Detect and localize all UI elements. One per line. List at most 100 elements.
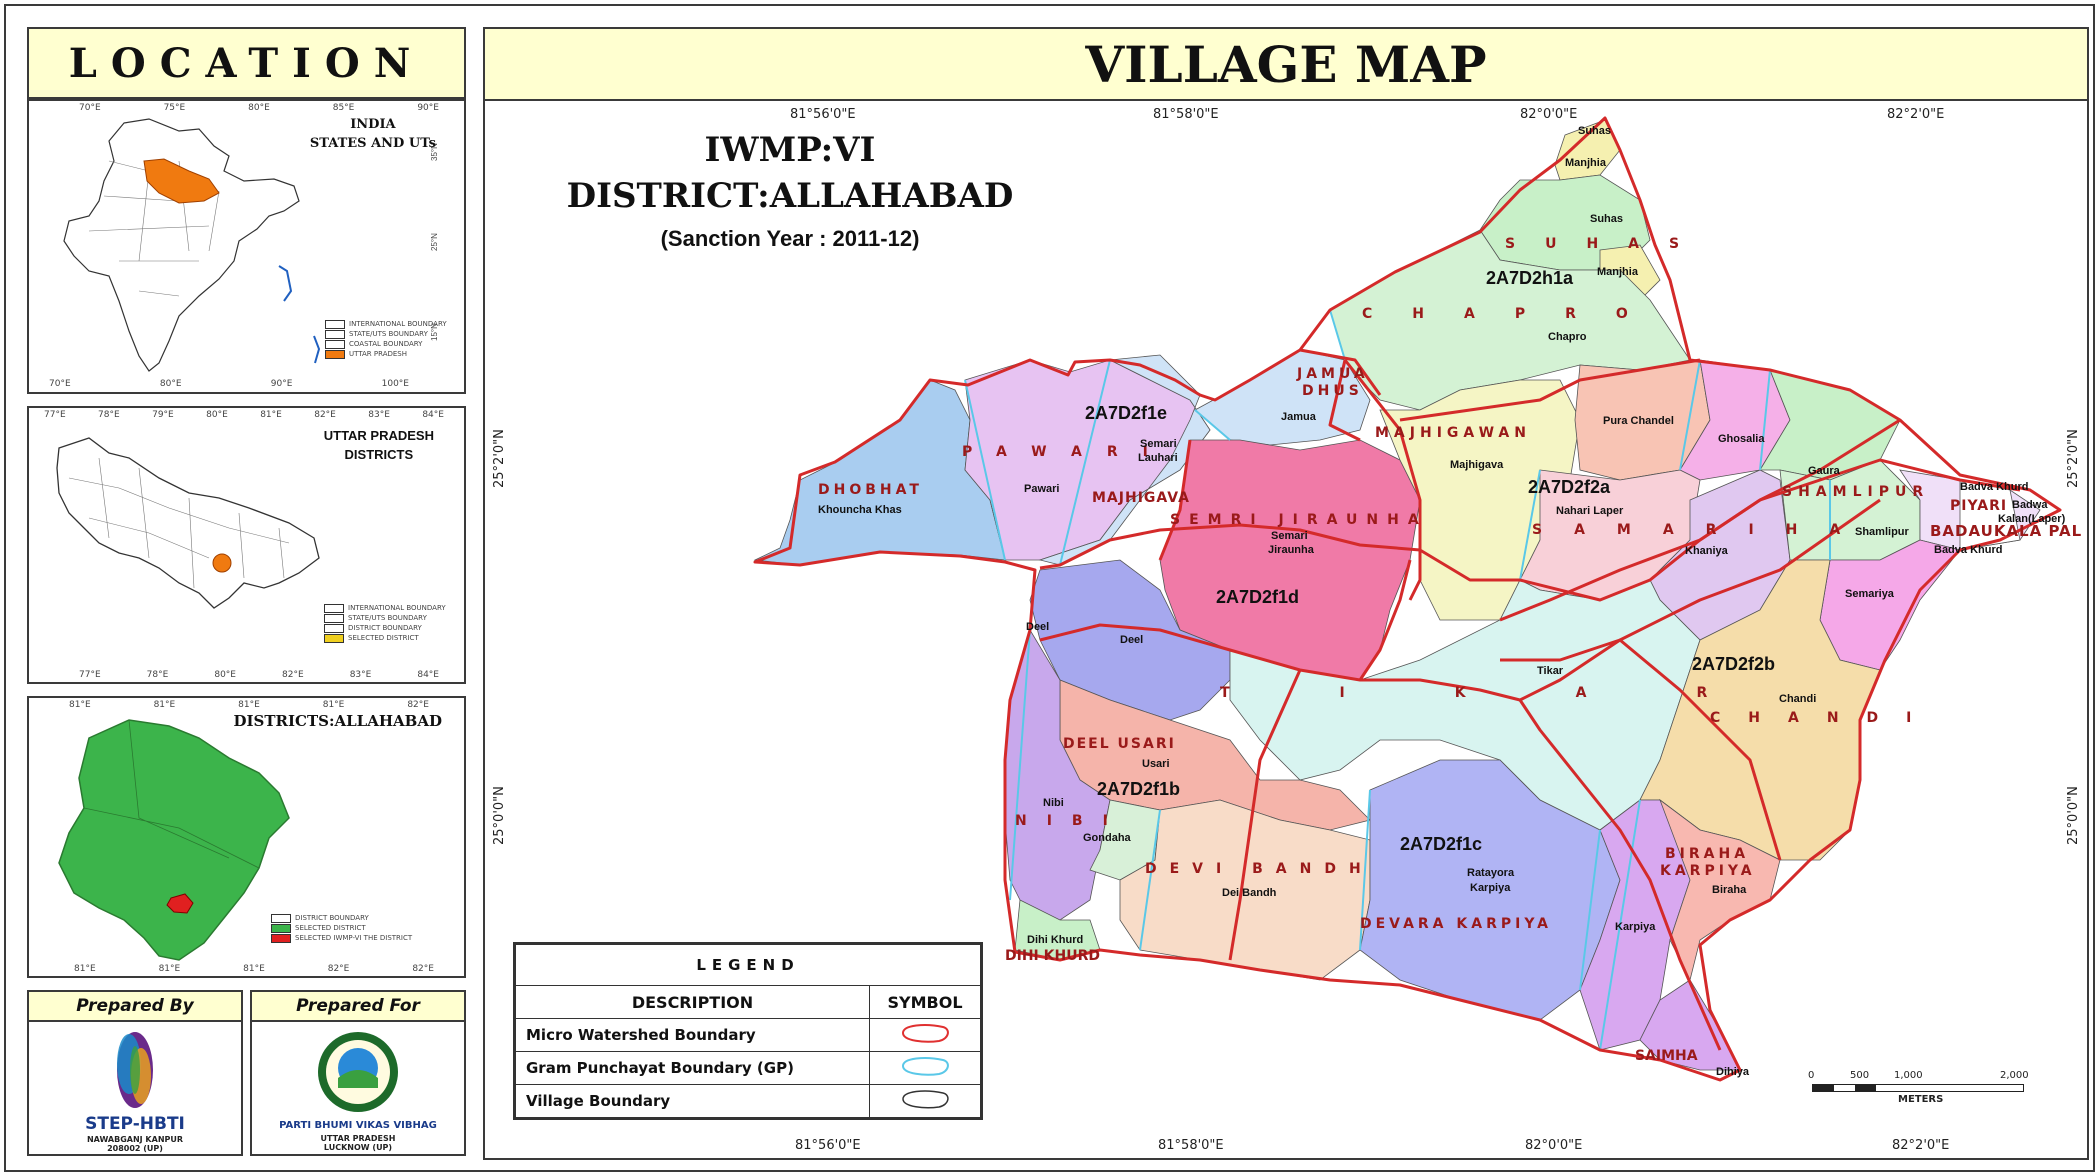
- prepared-for-line1: UTTAR PRADESH: [320, 1134, 396, 1143]
- tick-label: 84°E: [417, 670, 439, 680]
- india-title-line2: STATES AND UTs: [309, 136, 436, 151]
- legend-text: SELECTED DISTRICT: [295, 924, 366, 932]
- uttar-pradesh-highlight: [143, 158, 220, 204]
- allahabad-top-ticks: 81°E 81°E 81°E 81°E 82°E: [69, 700, 429, 710]
- legend-swatch: [324, 623, 344, 633]
- tick-label: 82°E: [412, 964, 434, 974]
- tick-label: 81°E: [69, 700, 91, 710]
- svg-text:15°N: 15°N: [430, 323, 439, 341]
- tick-label: 90°E: [417, 103, 439, 113]
- up-inset-legend: INTERNATIONAL BOUNDARY STATE/UTS BOUNDAR…: [324, 603, 446, 643]
- prepared-for-line2: LUCKNOW (UP): [323, 1143, 393, 1152]
- allahabad-inset-title: DISTRICTS:ALLAHABAD: [233, 712, 442, 730]
- tick-label: 81°E: [238, 700, 260, 710]
- lon-tick-bottom: 82°0'0"E: [1525, 1138, 1583, 1153]
- legend-text: INTERNATIONAL BOUNDARY: [348, 604, 446, 612]
- lat-tick-left: 25°2'0"N: [492, 429, 507, 488]
- legend-text: SELECTED DISTRICT: [348, 634, 419, 642]
- tick-label: 82°E: [407, 700, 429, 710]
- sanction-year: (Sanction Year : 2011-12): [660, 226, 920, 251]
- legend-text: UTTAR PRADESH: [349, 350, 407, 358]
- tick-label: 81°E: [322, 700, 345, 710]
- legend-row-label: Village Boundary: [515, 1084, 870, 1118]
- project-title: IWMP:VI: [704, 130, 876, 170]
- legend-text: DISTRICT BOUNDARY: [295, 914, 369, 922]
- legend-swatch: [324, 633, 344, 643]
- lon-tick-top: 81°58'0"E: [1153, 107, 1219, 122]
- legend-text: STATE/UTS BOUNDARY: [349, 330, 428, 338]
- up-title-line1: UTTAR PRADESH: [323, 428, 434, 443]
- india-inset-title: INDIA STATES AND UTs: [310, 115, 436, 153]
- selected-district-marker: [212, 553, 232, 573]
- tick-label: 78°E: [98, 410, 120, 420]
- legend-swatch: [325, 339, 345, 349]
- up-map: [56, 437, 320, 609]
- legend-title: LEGEND: [515, 944, 981, 986]
- legend-row-label: Gram Punchayat Boundary (GP): [515, 1051, 870, 1085]
- tick-label: 80°E: [248, 103, 270, 113]
- selected-iwmp-marker: [166, 893, 194, 914]
- village-map-title: VILLAGE MAP: [485, 29, 2087, 101]
- india-top-ticks: 70°E 75°E 80°E 85°E 90°E: [79, 103, 439, 113]
- up-top-ticks: 77°E 78°E 79°E 80°E 81°E 82°E 83°E 84°E: [44, 410, 444, 420]
- tick-label: 81°E: [243, 964, 265, 974]
- legend-swatch: [325, 319, 345, 329]
- lon-tick-bottom: 81°58'0"E: [1158, 1138, 1224, 1153]
- tick-label: 83°E: [368, 410, 390, 420]
- scale-tick: 0: [1808, 1070, 1815, 1081]
- prepared-for-name: PARTI BHUMI VIKAS VIBHAG: [279, 1120, 437, 1131]
- tick-label: 84°E: [422, 410, 444, 420]
- prepared-by-line1: NAWABGANJ KANPUR: [86, 1135, 184, 1144]
- lat-tick-right: 25°0'0"N: [2066, 786, 2081, 845]
- tick-label: 77°E: [79, 670, 101, 680]
- legend-text: DISTRICT BOUNDARY: [348, 624, 422, 632]
- legend-swatch: [271, 933, 291, 943]
- legend-symbol-watershed: [869, 1018, 981, 1052]
- step-hbti-logo: [117, 1032, 153, 1108]
- legend-swatch: [271, 923, 291, 933]
- legend-col-symbol: SYMBOL: [869, 985, 981, 1019]
- legend-symbol-village: [869, 1084, 981, 1118]
- india-bottom-ticks: 70°E 80°E 90°E 100°E: [49, 379, 409, 389]
- allahabad-inset: 81°E 81°E 81°E 81°E 82°E DISTRICTS:ALLAH…: [27, 696, 466, 978]
- tick-label: 82°E: [282, 670, 304, 680]
- tick-label: 70°E: [49, 379, 71, 389]
- tick-label: 80°E: [206, 410, 228, 420]
- legend-row-label: Micro Watershed Boundary: [515, 1018, 870, 1052]
- location-header-box: LOCATION: [27, 27, 466, 99]
- lon-tick-bottom: 82°2'0"E: [1892, 1138, 1950, 1153]
- prepared-for-box: Prepared For PARTI BHUMI VIKAS VIBHAG UT…: [250, 990, 466, 1156]
- tick-label: 77°E: [44, 410, 66, 420]
- prepared-for-title: Prepared For: [252, 992, 464, 1022]
- legend-swatch: [324, 613, 344, 623]
- legend-swatch: [325, 349, 345, 359]
- prepared-by-title: Prepared By: [29, 992, 241, 1022]
- scale-bar-line: [1812, 1084, 2024, 1092]
- tick-label: 82°E: [327, 964, 350, 974]
- village-symbol-icon: [902, 1090, 949, 1109]
- prepared-by-name: STEP-HBTI: [85, 1114, 185, 1134]
- legend-text: INTERNATIONAL BOUNDARY: [349, 320, 447, 328]
- location-title: LOCATION: [29, 29, 464, 97]
- lon-tick-top: 82°0'0"E: [1520, 107, 1578, 122]
- svg-text:25°N: 25°N: [430, 233, 439, 251]
- tick-label: 79°E: [152, 410, 174, 420]
- lon-tick-bottom: 81°56'0"E: [795, 1138, 861, 1153]
- india-inset-legend: INTERNATIONAL BOUNDARY STATE/UTS BOUNDAR…: [325, 319, 447, 359]
- lon-tick-top: 81°56'0"E: [790, 107, 856, 122]
- legend-col-description: DESCRIPTION: [515, 985, 870, 1019]
- tick-label: 81°E: [74, 964, 96, 974]
- tick-label: 85°E: [332, 103, 355, 113]
- svg-text:35°N: 35°N: [430, 143, 439, 161]
- india-map: 35°N 25°N 15°N: [63, 118, 439, 372]
- tick-label: 81°E: [158, 964, 181, 974]
- tick-label: 80°E: [214, 670, 236, 680]
- tick-label: 100°E: [381, 379, 409, 389]
- legend-box: LEGEND DESCRIPTION SYMBOL Micro Watershe…: [513, 942, 983, 1120]
- legend-symbol-gp: [869, 1051, 981, 1085]
- district-title: DISTRICT:ALLAHABAD: [566, 176, 1014, 216]
- allahabad-map: [58, 719, 290, 961]
- tick-label: 75°E: [163, 103, 186, 113]
- scale-bar: 0 500 1,000 2,000 METERS: [1800, 1070, 2060, 1110]
- tick-label: 83°E: [349, 670, 372, 680]
